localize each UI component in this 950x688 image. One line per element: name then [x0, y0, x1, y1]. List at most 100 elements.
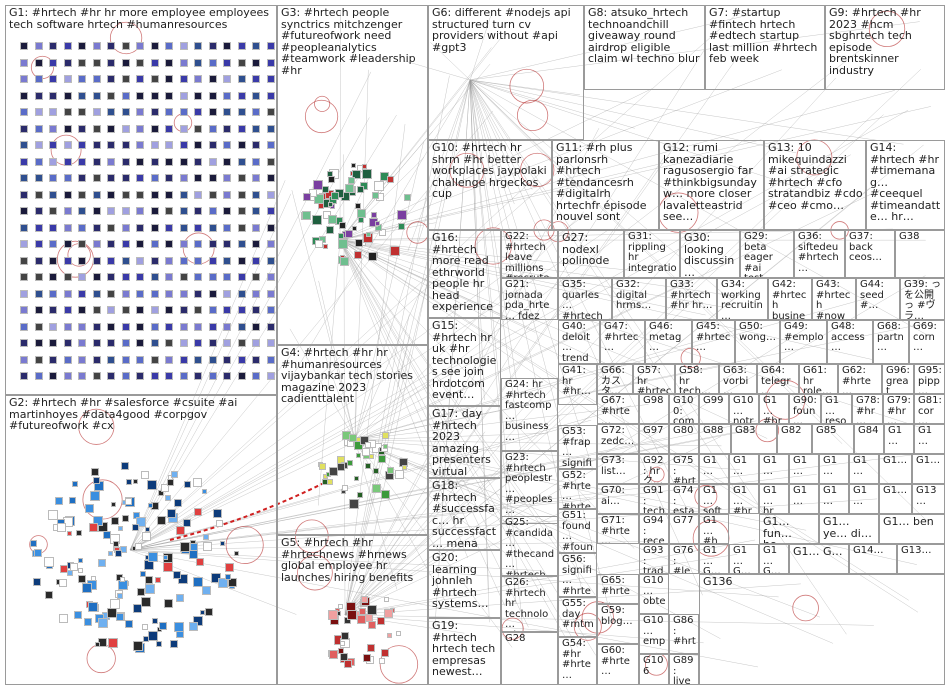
g1-node[interactable]	[209, 42, 217, 50]
g1-node[interactable]	[49, 306, 57, 314]
group-g120[interactable]: G1… ye… di…	[819, 514, 879, 544]
g1-node[interactable]	[252, 141, 260, 149]
g2-node[interactable]	[142, 624, 148, 630]
g1-node[interactable]	[267, 339, 275, 347]
g1-node[interactable]	[49, 339, 57, 347]
g1-node[interactable]	[122, 207, 130, 215]
g1-node[interactable]	[20, 125, 28, 133]
g1-node[interactable]	[209, 125, 217, 133]
g2-node[interactable]	[234, 551, 239, 556]
g1-node[interactable]	[122, 306, 130, 314]
g1-node[interactable]	[122, 257, 130, 265]
g1-node[interactable]	[136, 207, 144, 215]
group-g9[interactable]: G9: #hrtech #hr 2023 #hcm sbghrtech tech…	[825, 5, 945, 90]
g5-node[interactable]	[357, 615, 366, 624]
g1-node[interactable]	[122, 59, 130, 67]
g1-node[interactable]	[122, 323, 130, 331]
group-g57[interactable]: G57: hr #hrtec…	[633, 364, 675, 394]
group-g22[interactable]: G22: #hrtech leave millions #recrute…	[501, 230, 558, 278]
g1-node[interactable]	[64, 42, 72, 50]
g2-node[interactable]	[90, 491, 100, 501]
g1-node[interactable]	[194, 306, 202, 314]
g3-node[interactable]	[404, 194, 411, 201]
g2-node[interactable]	[88, 602, 98, 612]
g1-node[interactable]	[238, 42, 246, 50]
g1-node[interactable]	[35, 174, 43, 182]
g1-node[interactable]	[194, 75, 202, 83]
g1-node[interactable]	[151, 158, 159, 166]
g3-node[interactable]	[397, 210, 407, 220]
g1-node[interactable]	[209, 306, 217, 314]
group-g128[interactable]: G1… G…	[759, 544, 789, 574]
g5-node[interactable]	[328, 610, 338, 620]
g2-node[interactable]	[74, 611, 82, 619]
g1-node[interactable]	[49, 257, 57, 265]
g2-node[interactable]	[174, 622, 184, 632]
g2-node[interactable]	[78, 558, 83, 563]
group-g31[interactable]: G31: rippling hr integratio…	[624, 230, 680, 278]
g1-node[interactable]	[136, 174, 144, 182]
g1-node[interactable]	[93, 108, 101, 116]
g1-node[interactable]	[252, 356, 260, 364]
g1-node[interactable]	[122, 158, 130, 166]
g3-node[interactable]	[374, 181, 384, 191]
group-g24[interactable]: G24: hr #hrtech fastcomp… business…	[501, 378, 558, 451]
g1-node[interactable]	[122, 92, 130, 100]
g1-node[interactable]	[136, 323, 144, 331]
group-g34[interactable]: G34: working recruitin…	[717, 278, 768, 320]
g1-node[interactable]	[252, 125, 260, 133]
g1-node[interactable]	[223, 257, 231, 265]
group-g124[interactable]: G1…	[879, 454, 912, 484]
g1-node[interactable]	[238, 356, 246, 364]
g4-node[interactable]	[378, 455, 386, 463]
g1-node[interactable]	[194, 224, 202, 232]
g3-node[interactable]	[323, 244, 328, 249]
g2-node[interactable]	[205, 608, 213, 616]
g1-node[interactable]	[223, 75, 231, 83]
g3-node[interactable]	[345, 230, 353, 238]
g1-node[interactable]	[122, 108, 130, 116]
g3-node[interactable]	[358, 217, 364, 223]
g4-node[interactable]	[402, 465, 407, 470]
g1-node[interactable]	[209, 141, 217, 149]
g1-node[interactable]	[78, 290, 86, 298]
g1-node[interactable]	[107, 108, 115, 116]
g1-node[interactable]	[252, 92, 260, 100]
g4-node[interactable]	[365, 442, 371, 448]
g2-node[interactable]	[111, 502, 116, 507]
g2-node[interactable]	[203, 542, 212, 551]
group-g103[interactable]: G10… obte…	[639, 574, 669, 614]
g1-node[interactable]	[180, 59, 188, 67]
g1-node[interactable]	[64, 191, 72, 199]
g1-node[interactable]	[151, 174, 159, 182]
group-g68[interactable]: G68: partn…	[873, 320, 909, 364]
g1-node[interactable]	[122, 224, 130, 232]
group-g126[interactable]: G1… G…	[699, 544, 729, 574]
g1-node[interactable]	[151, 108, 159, 116]
group-g58[interactable]: G58: hr tech…	[675, 364, 719, 394]
g2-node[interactable]	[170, 640, 178, 648]
g4-node[interactable]	[387, 467, 394, 474]
g1-node[interactable]	[194, 240, 202, 248]
g2-node[interactable]	[145, 584, 155, 594]
group-g119[interactable]: G1… fun… ho…	[759, 514, 819, 544]
group-g23[interactable]: G23: #hrtech peoplestr… #peoples…	[501, 451, 558, 524]
g1-node[interactable]	[209, 207, 217, 215]
g5-node[interactable]	[384, 597, 389, 602]
group-g89[interactable]: G89: live…	[669, 654, 699, 685]
group-g42[interactable]: G42: #hrtech busine…	[768, 278, 812, 320]
g2-node[interactable]	[85, 504, 94, 513]
g3-node[interactable]	[345, 184, 354, 193]
g1-node[interactable]	[107, 59, 115, 67]
g1-node[interactable]	[20, 141, 28, 149]
g2-node[interactable]	[147, 480, 157, 490]
group-g15[interactable]: G15: #hrtech hr uk #hr technologies see …	[428, 318, 501, 406]
g1-node[interactable]	[49, 158, 57, 166]
group-g116[interactable]: G1…	[849, 454, 879, 484]
g3-node[interactable]	[390, 246, 400, 256]
g1-node[interactable]	[49, 125, 57, 133]
g1-node[interactable]	[165, 273, 173, 281]
group-g122[interactable]: G1… G…	[789, 544, 849, 574]
g1-node[interactable]	[35, 306, 43, 314]
group-g30[interactable]: G30: looking discussin…	[680, 230, 740, 278]
